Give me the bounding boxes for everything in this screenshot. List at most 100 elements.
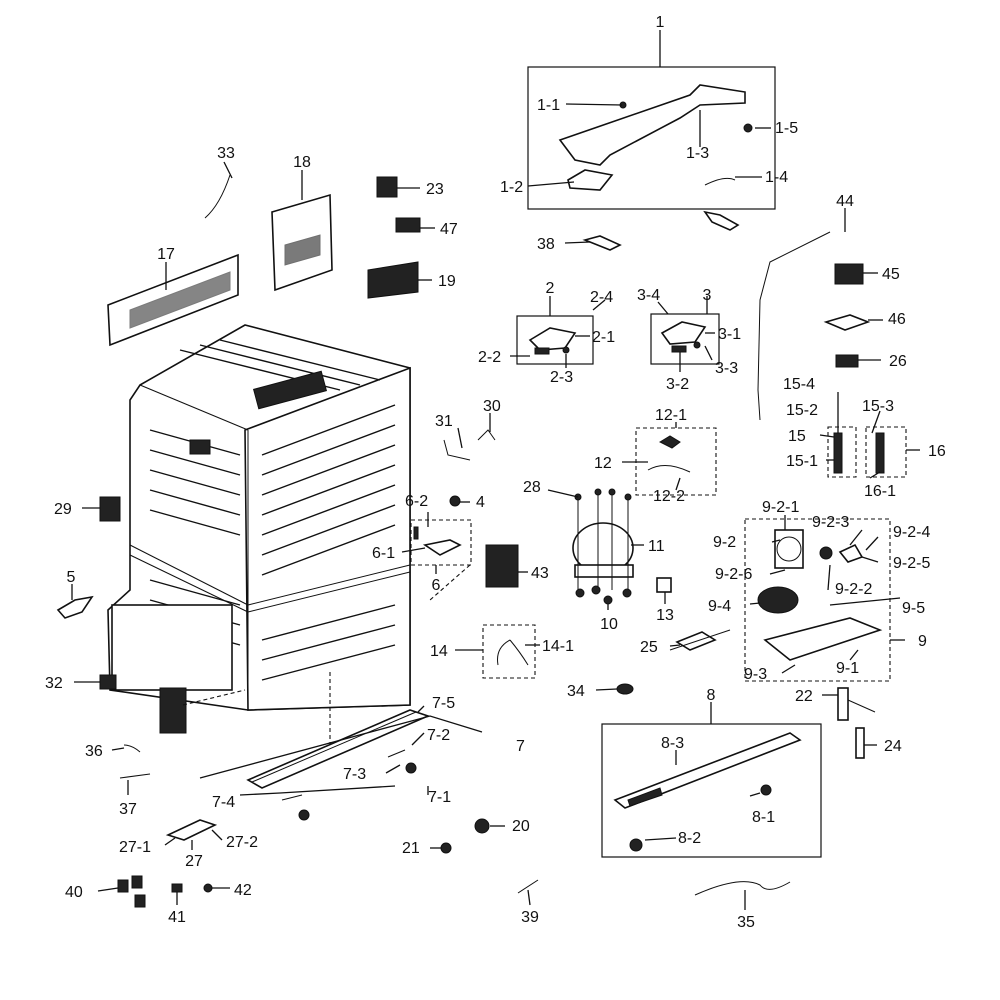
part-3-hinge [660,321,707,353]
part-32 [99,674,117,690]
part-45 [834,263,864,285]
part-16-filter [875,432,885,474]
label-5: 5 [67,569,76,586]
part-11-compressor [572,488,634,605]
label-6-2: 6-2 [405,493,428,510]
label-16-1: 16-1 [864,483,896,500]
part-5 [56,595,94,619]
label-12-1: 12-1 [655,407,687,424]
label-2-1: 2-1 [592,329,615,346]
label-11: 11 [648,538,665,555]
group-box-2 [516,315,594,365]
label-1-5: 1-5 [775,120,798,137]
part-34 [616,683,634,695]
label-4: 4 [476,494,485,511]
part-38 [582,235,622,251]
label-31: 31 [435,413,453,430]
part-1-bracket [558,84,753,231]
part-40 [117,875,146,908]
label-27-2: 27-2 [226,834,258,851]
part-29 [99,496,121,522]
label-42: 42 [234,882,252,899]
label-30: 30 [483,398,501,415]
part-44-tube [757,231,831,421]
part-9-fan-assembly [757,529,883,661]
label-9: 9 [918,633,927,650]
part-22 [837,687,849,721]
leader-lines [71,30,920,910]
label-43: 43 [531,565,549,582]
part-47 [395,217,421,233]
label-23: 23 [426,181,444,198]
label-27: 27 [185,853,203,870]
label-33: 33 [217,145,235,162]
label-27-1: 27-1 [119,839,151,856]
label-18: 18 [293,154,311,171]
part-17-panel [107,253,239,347]
label-25: 25 [640,639,658,656]
part-12-harness [647,435,691,473]
label-41: 41 [168,909,186,926]
label-7-4: 7-4 [212,794,235,811]
label-9-2-4: 9-2-4 [893,524,930,541]
part-4 [449,495,461,507]
label-8-3: 8-3 [661,735,684,752]
label-8-1: 8-1 [752,809,775,826]
part-25 [669,629,731,651]
label-17: 17 [157,246,175,263]
label-3-4: 3-4 [637,287,660,304]
label-7-3: 7-3 [343,766,366,783]
label-15-4: 15-4 [783,376,815,393]
label-26: 26 [889,353,907,370]
label-47: 47 [440,221,458,238]
part-33-wire [204,174,231,219]
label-2-2: 2-2 [478,349,501,366]
group-box-1 [527,66,776,210]
group-box-15 [827,426,857,478]
part-30 [477,429,496,441]
label-14: 14 [430,643,448,660]
part-20 [474,818,490,834]
label-9-5: 9-5 [902,600,925,617]
label-38: 38 [537,236,555,253]
label-16: 16 [928,443,946,460]
label-36: 36 [85,743,103,760]
part-26 [835,354,859,368]
label-13: 13 [656,607,674,624]
label-10: 10 [600,616,618,633]
label-8: 8 [707,687,716,704]
leader-dash-6 [429,564,471,601]
part-39 [517,879,539,894]
label-9-2: 9-2 [713,534,736,551]
label-6: 6 [432,577,441,594]
label-21: 21 [402,840,420,857]
label-7: 7 [516,738,525,755]
label-9-2-6: 9-2-6 [715,566,752,583]
callout-labels: 1 1-1 1-2 1-3 1-4 1-5 2 2-1 2-2 2-3 2-4 … [45,14,946,931]
label-8-2: 8-2 [678,830,701,847]
label-15-3: 15-3 [862,398,894,415]
label-1: 1 [656,14,665,31]
label-9-2-3: 9-2-3 [812,514,849,531]
group-box-9 [744,518,891,682]
part-15-filter [833,432,843,474]
label-7-1: 7-1 [428,789,451,806]
refrigerator-cabinet [107,324,411,734]
label-2-3: 2-3 [550,369,573,386]
label-2-4: 2-4 [590,289,613,306]
part-7-rail [246,709,431,821]
label-1-3: 1-3 [686,145,709,162]
part-14-harness [497,639,529,666]
group-box-16 [865,426,907,478]
label-34: 34 [567,683,585,700]
label-7-2: 7-2 [427,727,450,744]
label-9-2-2: 9-2-2 [835,581,872,598]
label-2: 2 [546,280,555,297]
label-9-4: 9-4 [708,598,731,615]
label-7-5: 7-5 [432,695,455,712]
part-41 [171,883,183,893]
part-37 [119,773,151,779]
part-36 [123,744,141,753]
part-46 [823,314,871,331]
